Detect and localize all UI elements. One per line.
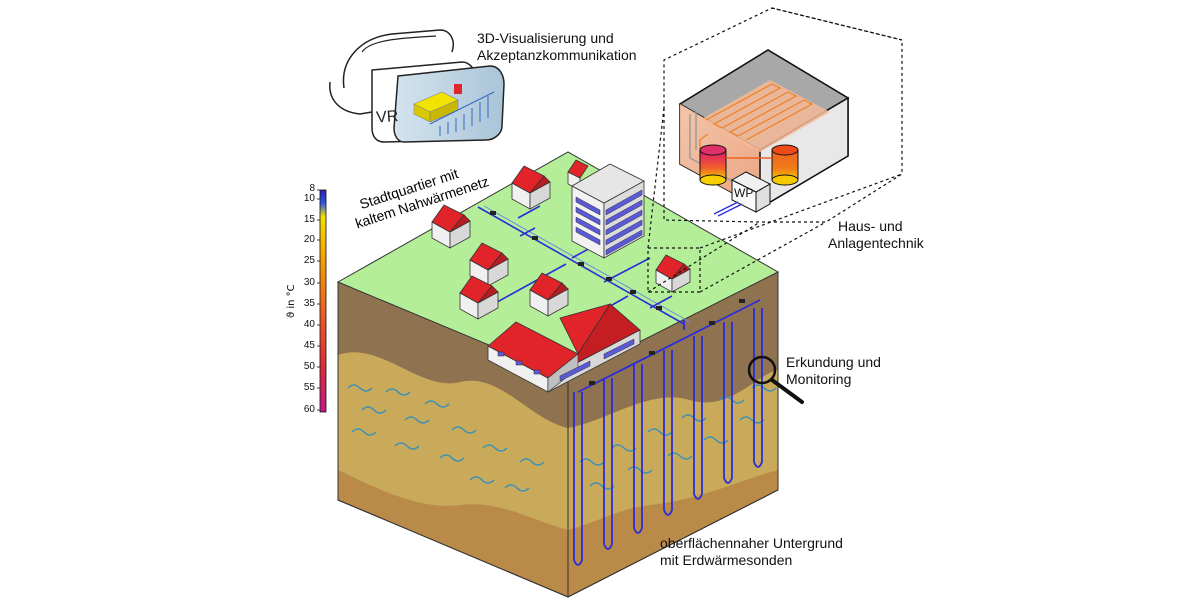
label-building-services: Haus- und Anlagentechnik [828, 218, 924, 252]
label-ground-line2: mit Erdwärmesonden [660, 552, 793, 568]
colorbar-tick: 15 [303, 214, 315, 225]
colorbar-title: ϑ in °C [286, 284, 297, 318]
soil-right-mid [568, 370, 778, 530]
colorbar [317, 189, 327, 413]
colorbar-tick: 20 [303, 234, 315, 245]
label-vr-line2: Akzeptanzkommunikation [477, 47, 637, 63]
heat-pump-badge: WP [734, 186, 753, 200]
label-vr-visualization: 3D-Visualisierung und Akzeptanzkommunika… [477, 30, 637, 64]
label-monitoring: Erkundung und Monitoring [786, 354, 881, 388]
colorbar-tick: 45 [303, 340, 315, 351]
colorbar-tick: 25 [303, 255, 315, 266]
borehole-heat-exchangers [573, 299, 763, 566]
colorbar-tick: 30 [303, 277, 315, 288]
label-building-line1: Haus- und [838, 218, 903, 234]
groundwater-waves [347, 384, 777, 492]
ground-block [336, 151, 780, 598]
house-small-5 [459, 275, 499, 320]
colorbar-tick: 8 [309, 183, 315, 194]
colorbar-tick: 40 [303, 319, 315, 330]
borehole-connectors [589, 299, 745, 385]
colorbar-tick: 55 [303, 382, 315, 393]
storage-tank-2 [771, 144, 799, 186]
vr-badge: VR [376, 108, 399, 127]
apartment-block [571, 163, 645, 259]
network-nodes [490, 211, 662, 310]
heat-pump-icon [730, 171, 772, 213]
label-monitoring-line2: Monitoring [786, 371, 852, 387]
magnifier-icon [747, 355, 804, 404]
soil-right-top [568, 272, 778, 428]
building-services-zoom: WP [647, 7, 903, 293]
colorbar-tick: 10 [303, 193, 315, 204]
storage-tank-1 [699, 144, 727, 186]
label-building-line2: Anlagentechnik [828, 235, 924, 251]
label-monitoring-line1: Erkundung und [786, 354, 881, 370]
colorbar-tick: 60 [303, 404, 315, 415]
house-small-6 [529, 272, 569, 317]
colorbar-tick: 50 [303, 361, 315, 372]
colorbar-tick: 35 [303, 298, 315, 309]
large-building [487, 303, 641, 393]
house-highlighted [647, 247, 701, 293]
vr-headset-icon [329, 29, 505, 143]
house-small-3 [431, 204, 471, 249]
label-ground-line1: oberflächennaher Untergrund [660, 535, 843, 551]
label-vr-line1: 3D-Visualisierung und [477, 30, 614, 46]
house-small-4 [469, 242, 509, 287]
soil-left-top [338, 282, 568, 428]
house-small-1 [511, 165, 551, 210]
label-subsurface: oberflächennaher Untergrund mit Erdwärme… [660, 535, 843, 569]
